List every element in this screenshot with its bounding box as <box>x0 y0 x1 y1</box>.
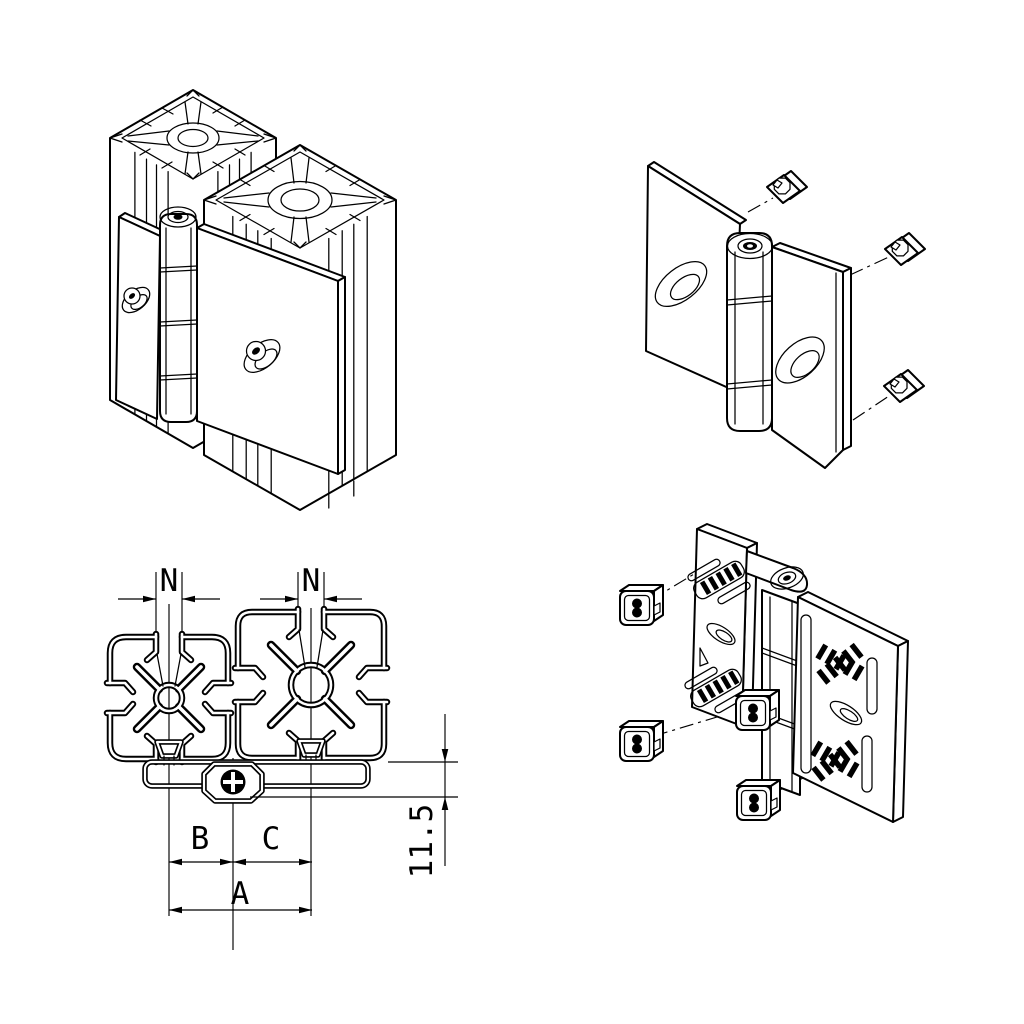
t-nut <box>619 584 664 626</box>
serration-pad <box>815 642 865 685</box>
t-nut <box>735 689 780 731</box>
cross-section-view: N N B C A 11.5 <box>103 563 458 950</box>
isometric-assembly-view <box>109 89 397 511</box>
dim-label-a: A <box>231 876 250 912</box>
t-nut <box>883 369 925 403</box>
profile-section-left <box>103 630 235 766</box>
hinge-plate-section <box>142 759 371 804</box>
dim-label-c: C <box>262 821 281 857</box>
t-nut <box>766 170 808 204</box>
t-nut <box>884 232 926 266</box>
profile-section-right <box>231 605 391 765</box>
t-nut <box>736 779 781 821</box>
hinge-assembled <box>115 206 346 475</box>
serration-pad <box>690 668 742 708</box>
hinge-barrel <box>726 232 773 432</box>
exploded-rear-view <box>619 523 909 823</box>
dim-label-b: B <box>191 821 210 857</box>
serration-pad <box>810 739 860 782</box>
t-nut <box>619 720 664 762</box>
serration-pad <box>693 560 745 600</box>
dim-label-n-left: N <box>160 563 179 599</box>
dimensions: N N B C A 11.5 <box>118 563 458 914</box>
dim-label-offset: 11.5 <box>404 804 440 879</box>
exploded-front-view <box>645 161 926 469</box>
dim-label-n-right: N <box>302 563 321 599</box>
leader-line <box>747 197 774 213</box>
